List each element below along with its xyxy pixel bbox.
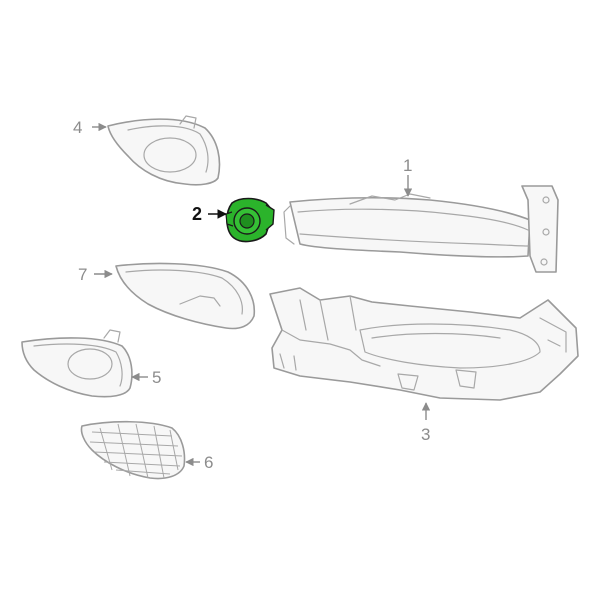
callout-1[interactable]: 1 bbox=[403, 156, 412, 175]
callout-5[interactable]: 5 bbox=[152, 368, 161, 387]
part-5-fog-bezel[interactable] bbox=[21, 329, 133, 398]
callout-6[interactable]: 6 bbox=[204, 453, 213, 472]
callout-2[interactable]: 2 bbox=[192, 204, 202, 224]
part-7-lens-cover[interactable] bbox=[115, 262, 256, 330]
part-3-bumper-bracket[interactable] bbox=[269, 287, 579, 401]
part-1-signal-lamp[interactable] bbox=[283, 185, 559, 273]
callout-7[interactable]: 7 bbox=[78, 265, 87, 284]
callout-3[interactable]: 3 bbox=[421, 425, 430, 444]
part-4-fog-bezel[interactable] bbox=[107, 115, 221, 186]
part-2-fog-lamp[interactable] bbox=[225, 197, 275, 243]
callout-4[interactable]: 4 bbox=[73, 118, 82, 137]
part-6-grille[interactable] bbox=[80, 420, 186, 480]
